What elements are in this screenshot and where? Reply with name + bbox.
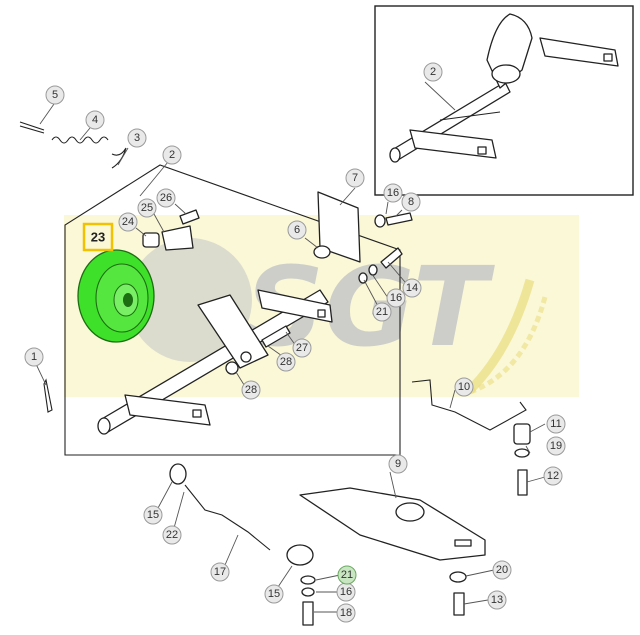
callout-17: 17 xyxy=(210,562,230,582)
bolt xyxy=(385,212,413,226)
bushing xyxy=(142,232,160,248)
callout-27: 27 xyxy=(292,338,312,358)
svg-text:28: 28 xyxy=(245,384,257,396)
control-rod xyxy=(411,379,527,431)
callout-24: 24 xyxy=(118,212,138,232)
link-rod xyxy=(169,463,314,566)
svg-text:3: 3 xyxy=(134,132,140,144)
svg-text:5: 5 xyxy=(52,89,58,101)
callout-2-inset: 2 xyxy=(423,62,443,82)
callout-16-top: 16 xyxy=(383,183,403,203)
base-plate xyxy=(299,487,486,561)
svg-text:21: 21 xyxy=(341,569,353,581)
main-shaft xyxy=(97,289,333,435)
svg-text:15: 15 xyxy=(147,509,159,521)
callout-21-bottom: 21 xyxy=(337,565,357,585)
lever-clamp xyxy=(161,225,194,251)
callout-18: 18 xyxy=(336,603,356,623)
callout-28-lower: 28 xyxy=(241,380,261,400)
cotter-pin xyxy=(43,378,53,413)
svg-text:19: 19 xyxy=(550,440,562,452)
spring-clip xyxy=(111,147,127,169)
svg-text:24: 24 xyxy=(122,216,134,228)
inset-detail xyxy=(374,5,634,196)
svg-text:18: 18 xyxy=(340,607,352,619)
callout-23-selected[interactable]: 23 xyxy=(82,222,114,252)
callout-1: 1 xyxy=(24,347,44,367)
svg-text:1: 1 xyxy=(31,351,37,363)
svg-text:12: 12 xyxy=(547,470,559,482)
svg-text:16: 16 xyxy=(387,187,399,199)
svg-text:26: 26 xyxy=(160,192,172,204)
callout-3: 3 xyxy=(127,128,147,148)
svg-text:22: 22 xyxy=(166,529,178,541)
callout-13: 13 xyxy=(487,590,507,610)
svg-text:2: 2 xyxy=(430,66,436,78)
callout-11: 11 xyxy=(546,414,566,434)
svg-text:4: 4 xyxy=(92,114,98,126)
svg-text:25: 25 xyxy=(141,202,153,214)
washer xyxy=(313,245,331,259)
callout-16-bottom: 16 xyxy=(336,582,356,602)
svg-text:15: 15 xyxy=(268,588,280,600)
svg-text:17: 17 xyxy=(214,566,226,578)
callout-14: 14 xyxy=(402,278,422,298)
svg-text:6: 6 xyxy=(294,224,300,236)
split-pin xyxy=(19,121,45,134)
pulley-part-23 xyxy=(77,249,155,343)
svg-text:10: 10 xyxy=(458,381,470,393)
callout-15-right: 15 xyxy=(264,584,284,604)
svg-text:28: 28 xyxy=(280,356,292,368)
svg-text:8: 8 xyxy=(408,196,414,208)
callout-28-upper: 28 xyxy=(276,352,296,372)
svg-text:14: 14 xyxy=(406,282,418,294)
callout-22: 22 xyxy=(162,525,182,545)
callout-20: 20 xyxy=(492,560,512,580)
bracket-plate xyxy=(317,191,361,263)
callout-10: 10 xyxy=(454,377,474,397)
svg-text:13: 13 xyxy=(491,594,503,606)
svg-text:7: 7 xyxy=(352,172,358,184)
svg-text:9: 9 xyxy=(395,458,401,470)
callout-21-mid: 21 xyxy=(372,302,392,322)
callout-25: 25 xyxy=(137,198,157,218)
bolt xyxy=(517,469,528,496)
callout-26: 26 xyxy=(156,188,176,208)
svg-text:23: 23 xyxy=(91,230,105,245)
svg-text:11: 11 xyxy=(550,418,561,430)
callout-15-left: 15 xyxy=(143,505,163,525)
callout-19: 19 xyxy=(546,436,566,456)
svg-text:2: 2 xyxy=(169,149,175,161)
callout-4: 4 xyxy=(85,110,105,130)
callout-7: 7 xyxy=(345,168,365,188)
callout-9: 9 xyxy=(388,454,408,474)
callout-6: 6 xyxy=(287,220,307,240)
svg-text:27: 27 xyxy=(296,342,308,354)
callout-5: 5 xyxy=(45,85,65,105)
spacer xyxy=(513,423,531,445)
svg-text:16: 16 xyxy=(340,586,352,598)
washer xyxy=(514,448,530,458)
svg-text:20: 20 xyxy=(496,564,508,576)
svg-text:16: 16 xyxy=(390,292,402,304)
spring xyxy=(51,136,109,144)
svg-text:21: 21 xyxy=(376,306,388,318)
callout-2: 2 xyxy=(162,145,182,165)
callout-12: 12 xyxy=(543,466,563,486)
callout-16-mid: 16 xyxy=(386,288,406,308)
callout-8: 8 xyxy=(401,192,421,212)
